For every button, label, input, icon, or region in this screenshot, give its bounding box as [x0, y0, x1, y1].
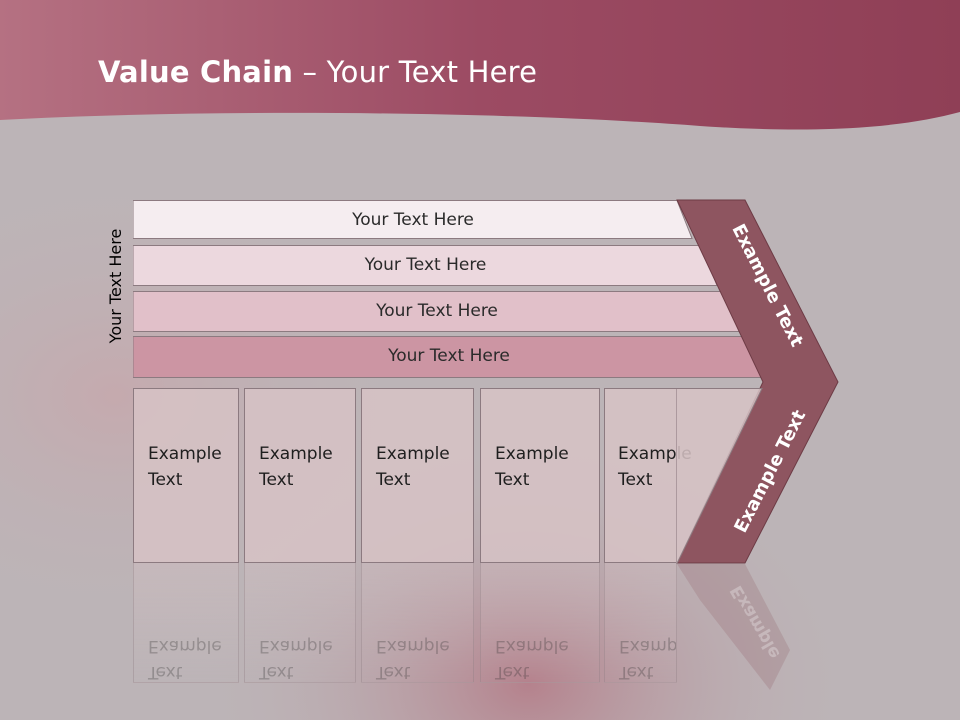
box-5-reflection-line2: Text — [619, 662, 654, 682]
box-1-reflection: Text Example — [133, 563, 239, 683]
box-5-line2: Text — [618, 470, 653, 490]
activity-box-1: Example Text — [133, 388, 239, 563]
box-3-line1: Example — [376, 444, 450, 464]
bar-3-label: Your Text Here — [376, 300, 498, 321]
box-4-line2: Text — [495, 470, 530, 490]
bar-4-label: Your Text Here — [388, 345, 510, 366]
box-5-reflection: Text Example — [604, 563, 677, 683]
activity-box-2: Example Text — [244, 388, 356, 563]
box-2-reflection-line1: Example — [259, 636, 333, 656]
bar-1: Your Text Here — [133, 200, 693, 239]
box-5-extension — [676, 388, 763, 564]
activity-box-4: Example Text — [480, 388, 600, 563]
box-5-line1: Example — [618, 444, 692, 464]
box-2-line1: Example — [259, 444, 333, 464]
box-2-line2: Text — [259, 470, 294, 490]
box-1-reflection-line2: Text — [148, 662, 183, 682]
box-2-reflection: Text Example — [244, 563, 356, 683]
box-2-reflection-line2: Text — [259, 662, 294, 682]
bar-1-shape — [133, 200, 693, 239]
box-4-reflection: Text Example — [480, 563, 600, 683]
box-3-reflection-line2: Text — [376, 662, 411, 682]
title-rest: – Your Text Here — [293, 55, 538, 89]
activity-box-5: Example Text — [604, 388, 692, 563]
box-1-line2: Text — [148, 470, 183, 490]
box-4-reflection-line1: Example — [495, 636, 569, 656]
activity-box-3: Example Text — [361, 388, 474, 563]
box-5-reflection-line1: Example — [619, 636, 677, 656]
bar-3: Your Text Here — [133, 291, 741, 332]
box-4-line1: Example — [495, 444, 569, 464]
box-1-reflection-line1: Example — [148, 636, 222, 656]
box-1-line1: Example — [148, 444, 222, 464]
bar-1-label: Your Text Here — [352, 209, 474, 230]
title-bold: Value Chain — [98, 55, 294, 89]
bar-2-label: Your Text Here — [364, 254, 487, 275]
bar-4: Your Text Here — [133, 336, 765, 378]
box-4-reflection-line2: Text — [495, 662, 530, 682]
slide-title: Value Chain – Your Text Here — [98, 55, 537, 89]
box-3-line2: Text — [376, 470, 411, 490]
box-3-reflection: Text Example — [361, 563, 474, 683]
box-3-reflection-line1: Example — [376, 636, 450, 656]
